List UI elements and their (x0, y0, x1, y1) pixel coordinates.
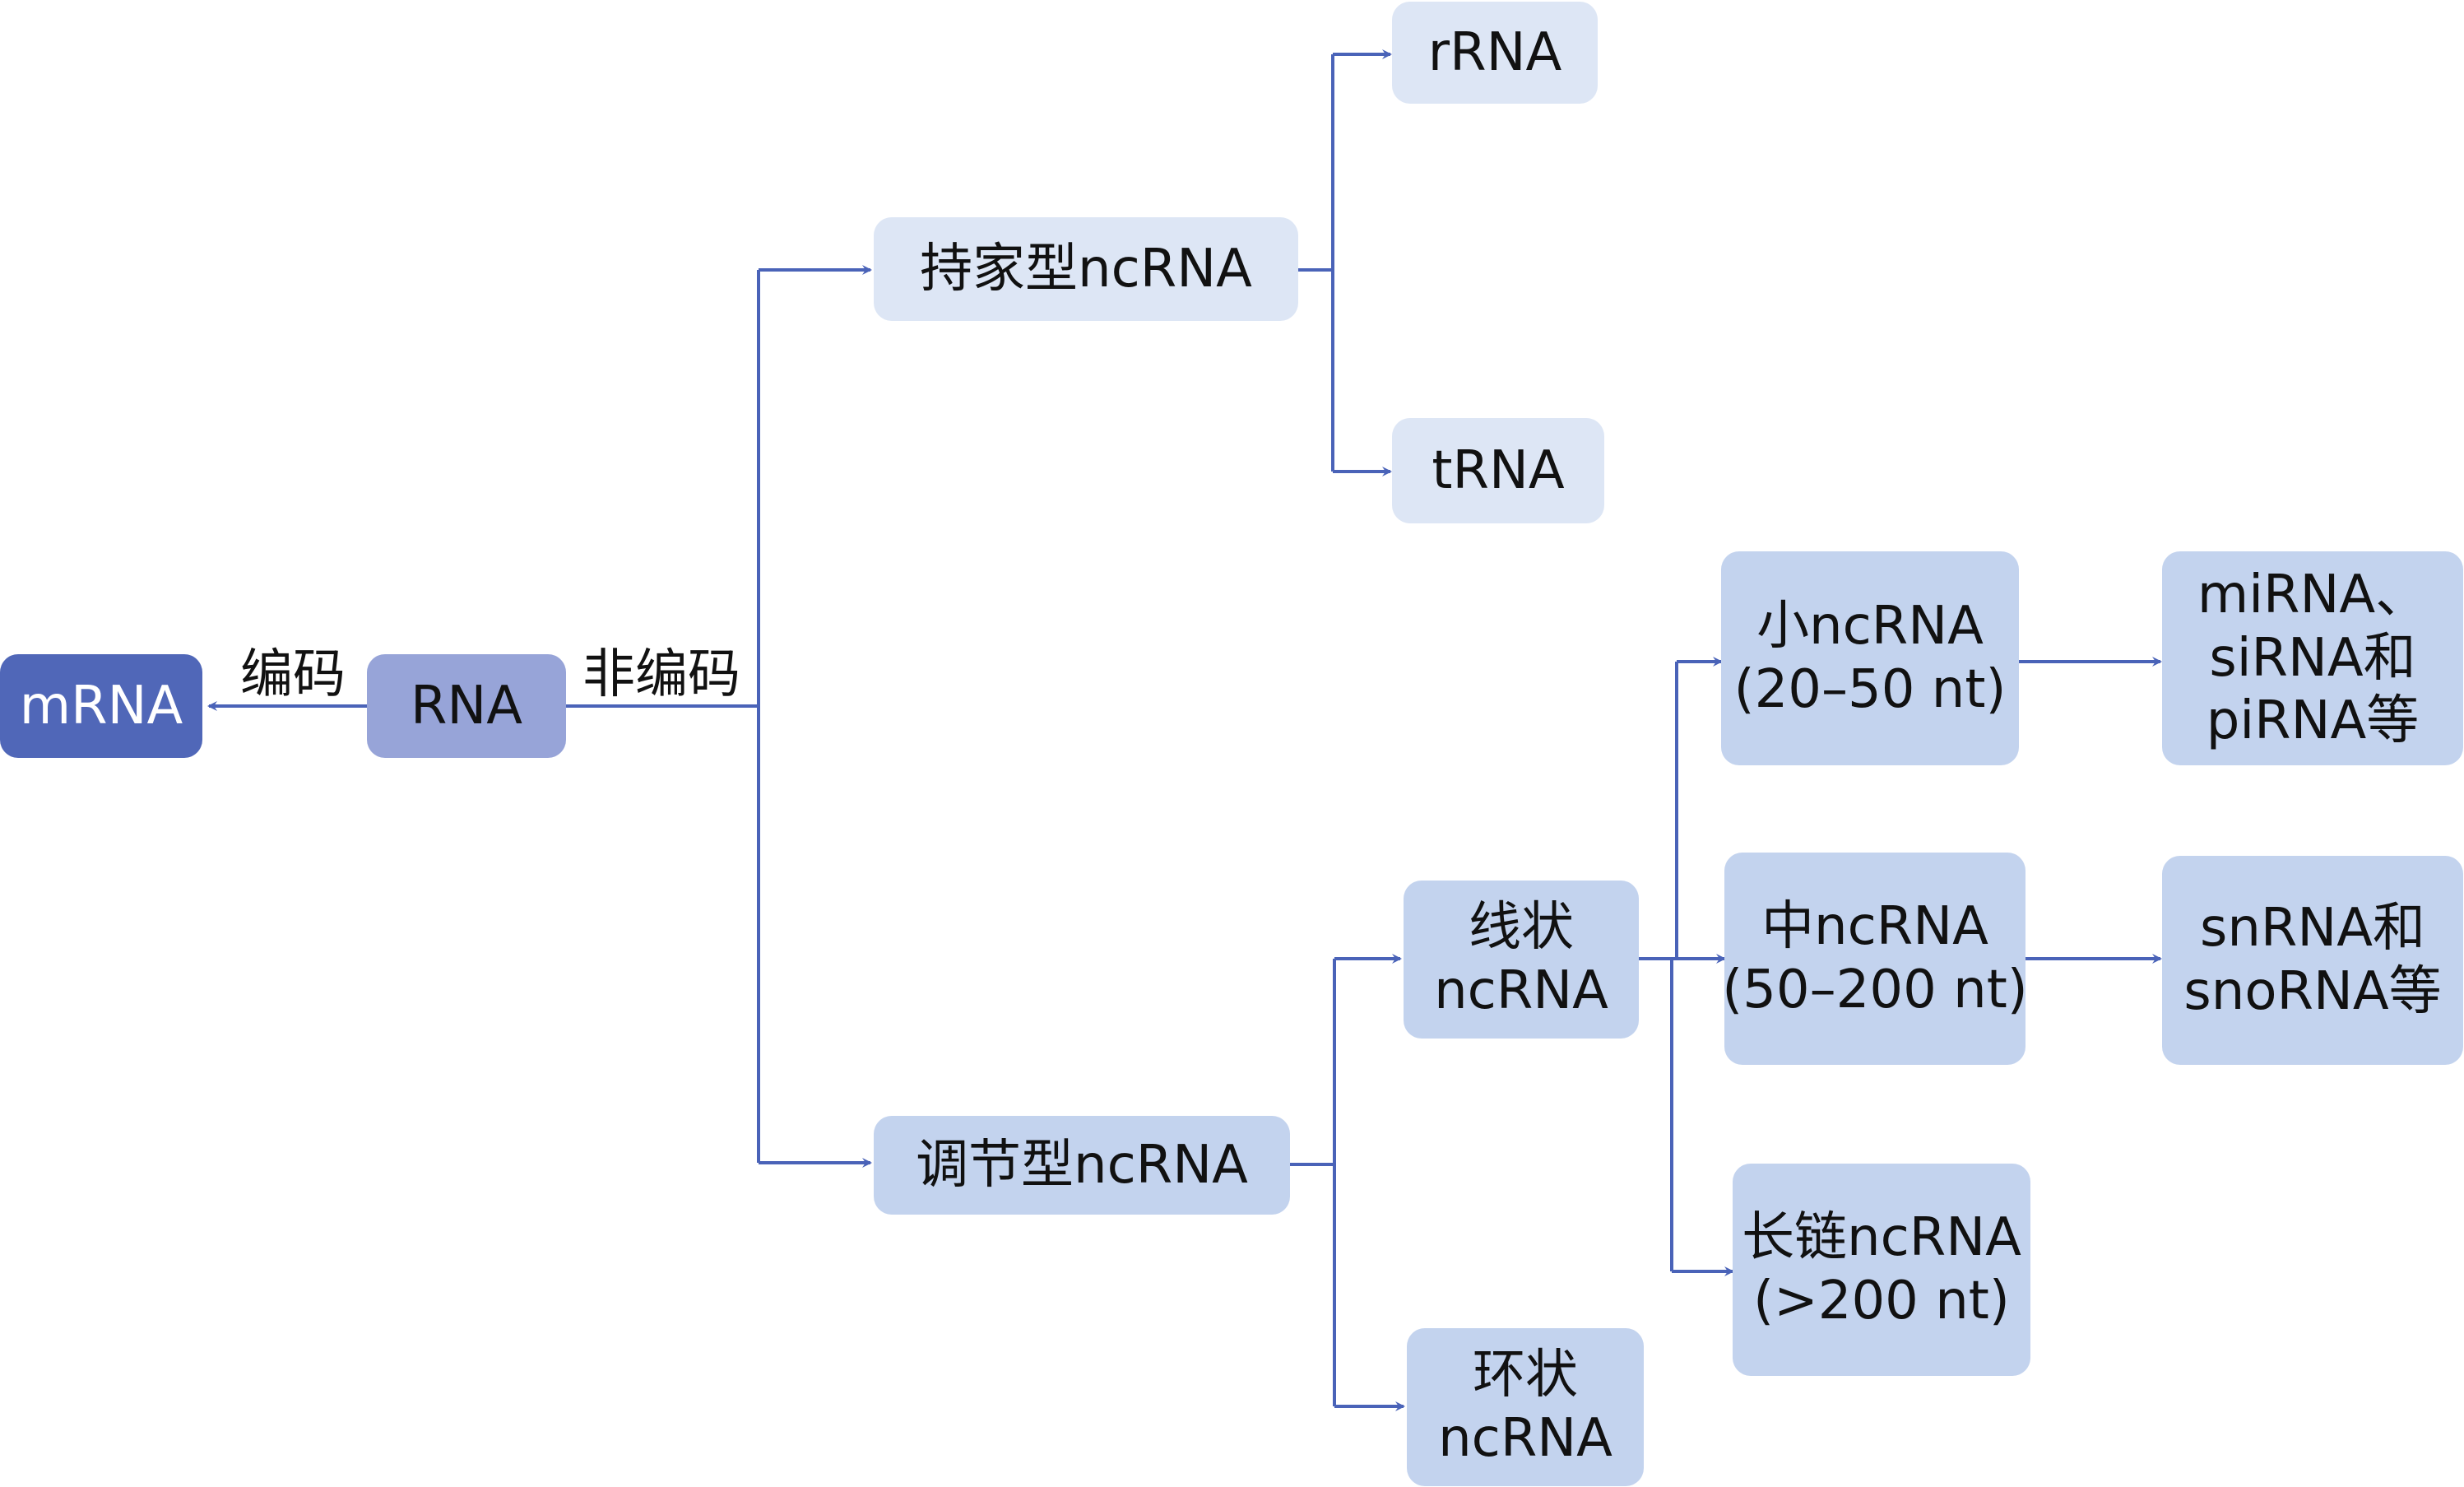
edge-label-coding: 编码 (240, 644, 346, 705)
node-medium-examples-line1: snRNA和 (2199, 898, 2426, 960)
node-rrna-label: rRNA (1427, 21, 1562, 83)
node-medium-ncrna: 中ncRNA (50–200 nt) (1722, 853, 2028, 1065)
node-mrna-label: mRNA (19, 675, 183, 737)
node-linear-line1: 线状 (1469, 897, 1574, 959)
node-circular-line2: ncRNA (1438, 1408, 1613, 1469)
node-small-examples: miRNA、 siRNA和 piRNA等 (2162, 551, 2463, 765)
node-small-ncrna: 小ncRNA (20–50 nt) (1721, 551, 2019, 765)
node-linear-ncrna: 线状 ncRNA (1404, 881, 1639, 1039)
node-housekeeping-label: 持家型ncRNA (920, 238, 1252, 300)
node-circular-ncrna: 环状 ncRNA (1407, 1328, 1644, 1486)
node-rrna: rRNA (1392, 2, 1598, 104)
node-medium-examples: snRNA和 snoRNA等 (2162, 856, 2463, 1065)
node-mrna: mRNA (0, 654, 202, 758)
edge-label-noncoding: 非编码 (582, 644, 740, 705)
node-small-line2: (20–50 nt) (1733, 659, 2007, 720)
node-medium-line2: (50–200 nt) (1722, 960, 2028, 1020)
node-long-ncrna: 长链ncRNA (>200 nt) (1733, 1164, 2030, 1376)
node-small-line1: 小ncRNA (1756, 596, 1984, 658)
node-circular-line1: 环状 (1473, 1345, 1578, 1406)
node-housekeeping-ncrna: 持家型ncRNA (874, 217, 1298, 321)
node-rna: RNA (367, 654, 566, 758)
node-regulatory-label: 调节型ncRNA (916, 1134, 1248, 1196)
node-long-line2: (>200 nt) (1753, 1271, 2010, 1331)
node-rna-label: RNA (410, 675, 523, 737)
node-small-examples-line2: siRNA和 (2209, 627, 2416, 689)
node-trna-label: tRNA (1432, 439, 1565, 501)
node-regulatory-ncrna: 调节型ncRNA (874, 1116, 1290, 1215)
node-trna: tRNA (1392, 418, 1604, 523)
node-small-examples-line3: piRNA等 (2206, 690, 2420, 752)
node-long-line1: 长链ncRNA (1742, 1207, 2021, 1269)
node-linear-line2: ncRNA (1434, 960, 1608, 1021)
node-medium-line1: 中ncRNA (1761, 896, 1988, 958)
node-medium-examples-line2: snoRNA等 (2183, 961, 2442, 1022)
node-small-examples-line1: miRNA、 (2197, 564, 2429, 625)
